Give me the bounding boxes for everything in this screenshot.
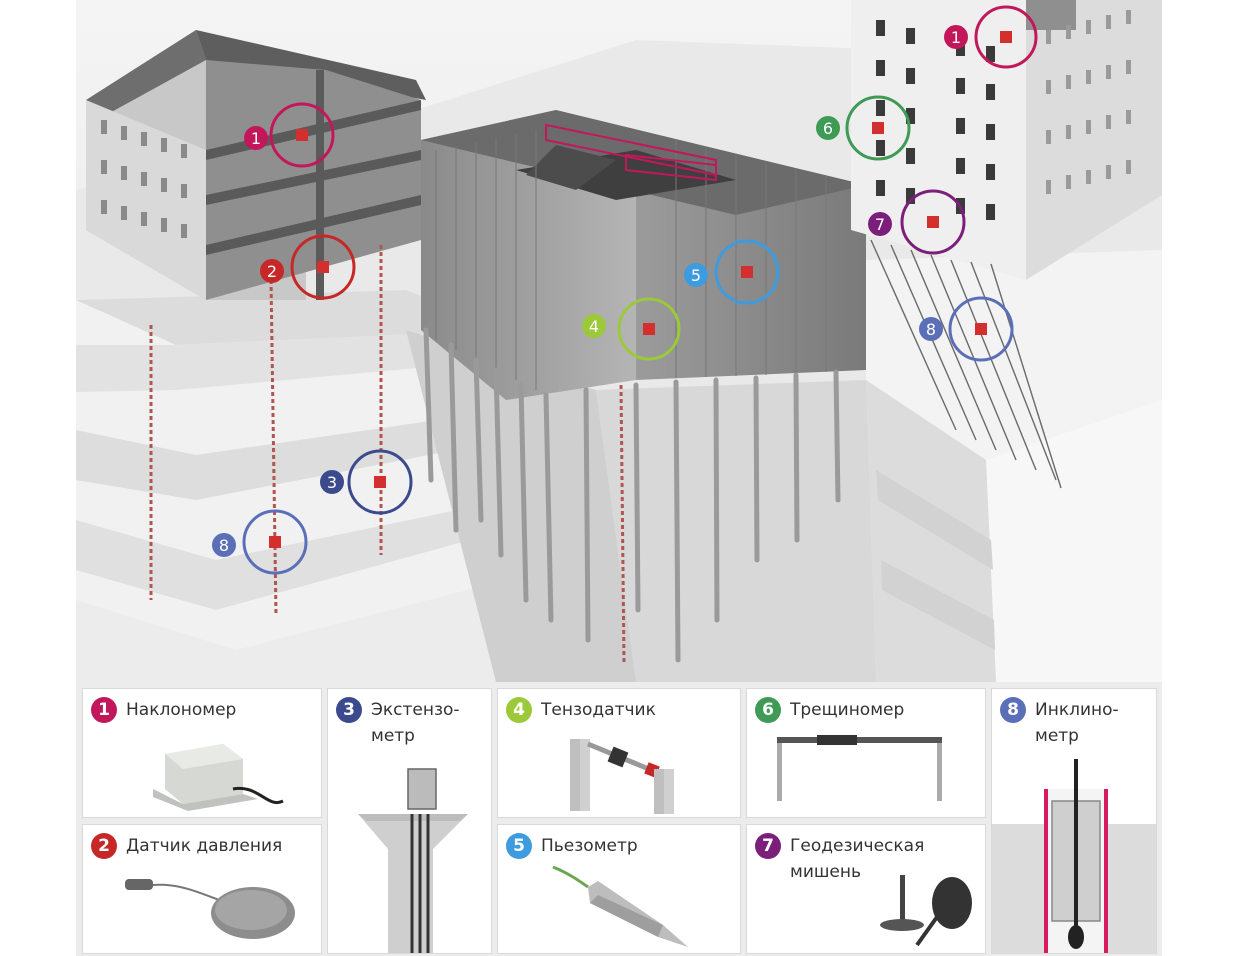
legend-label: Геодезическая мишень [790,836,925,882]
piezometer-sensor [741,266,753,278]
legend-number-badge: 7 [755,833,781,859]
left-soil-block [76,290,506,682]
marker-rings: 1 1 2 3 4 5 6 7 8 8 [212,5,1038,575]
legend-card-tiltmeter: 1 Наклономер [82,688,322,818]
marker-badge [320,470,344,494]
tiltmeter-ring [974,5,1038,69]
marker-number: 1 [951,28,961,47]
legend-label: Датчик давления [126,836,283,856]
piezometer-image [552,865,688,947]
legend-label: Инклино- метр [1035,700,1119,746]
legend-number-badge: 2 [91,833,117,859]
legend-card-piezometer: 5 Пьезометр [497,824,741,954]
legend-number-badge: 3 [336,697,362,723]
legend-card-geodetic-target: 7 Геодезическая мишень [746,824,986,954]
inclinometer-sensor [975,323,987,335]
legend-card-pressure-sensor: 2 Датчик давления [82,824,322,954]
legend-card-extensometer: 3 Экстензо- метр [327,688,492,954]
marker-badge [868,212,892,236]
legend-card-strain-gauge: 4 Тензодатчик [497,688,741,818]
marker-badge [684,263,708,287]
tiltmeter-ring [269,102,335,168]
legend-label: Экстензо- метр [371,700,460,746]
legend-card-inclinometer: 8 Инклино- метр [991,688,1157,954]
tiltmeter-sensor [1000,31,1012,43]
marker-badge [944,25,968,49]
marker-badge [582,314,606,338]
pressure-sensor-ring [290,234,356,300]
marker-number: 6 [823,119,833,138]
marker-number: 8 [926,320,936,339]
legend-number-badge: 5 [506,833,532,859]
marker-number: 5 [691,266,701,285]
marker-number: 1 [251,129,261,148]
pressure-sensor-sensor [317,261,329,273]
legend-label: Наклономер [126,700,237,720]
excavation-retaining-walls [421,110,866,400]
legend-card-crack-meter: 6 Трещиномер [746,688,986,818]
extensometer-ring [347,449,413,515]
crack-meter-image [777,735,942,801]
legend-number-badge: 1 [91,697,117,723]
marker-number: 2 [267,262,277,281]
legend-number-badge: 4 [506,697,532,723]
piezometer-ring [714,239,780,305]
piles [423,327,841,663]
extensometer-sensor [374,476,386,488]
tiltmeter-sensor [296,129,308,141]
right-soil-block [866,250,1162,682]
legend-label: Пьезометр [541,836,638,856]
marker-number: 7 [875,215,885,234]
right-building [851,0,1162,280]
strain-gauge-ring [617,297,681,361]
geodetic-target-ring [900,189,966,255]
inclinometer-image [992,759,1156,953]
marker-number: 8 [219,536,229,555]
extensometer-image [358,768,468,953]
marker-badge [919,317,943,341]
strain-gauge-image [570,739,674,814]
crack-meter-sensor [872,122,884,134]
construction-site-scene: 1 1 2 3 4 5 6 7 8 8 [76,0,1162,682]
inclinometer-rods [149,245,626,663]
geodetic-target-sensor [927,216,939,228]
crack-meter-ring [845,95,911,161]
marker-badge [816,116,840,140]
legend-number-badge: 8 [1000,697,1026,723]
inclinometer-ring [242,509,308,575]
legend-label: Тензодатчик [541,700,656,720]
strain-gauge-sensor [643,323,655,335]
inclinometer-ring [948,296,1014,362]
left-building [86,30,426,300]
tiltmeter-image [153,744,284,811]
pressure-sensor-image [125,879,295,939]
inclinometer-sensor [269,536,281,548]
marker-badge [244,126,268,150]
marker-number: 3 [327,473,337,492]
legend-label: Трещиномер [790,700,905,720]
marker-badge [260,259,284,283]
legend-number-badge: 6 [755,697,781,723]
marker-number: 4 [589,317,599,336]
geodetic-target-image [880,875,972,947]
marker-badge [212,533,236,557]
